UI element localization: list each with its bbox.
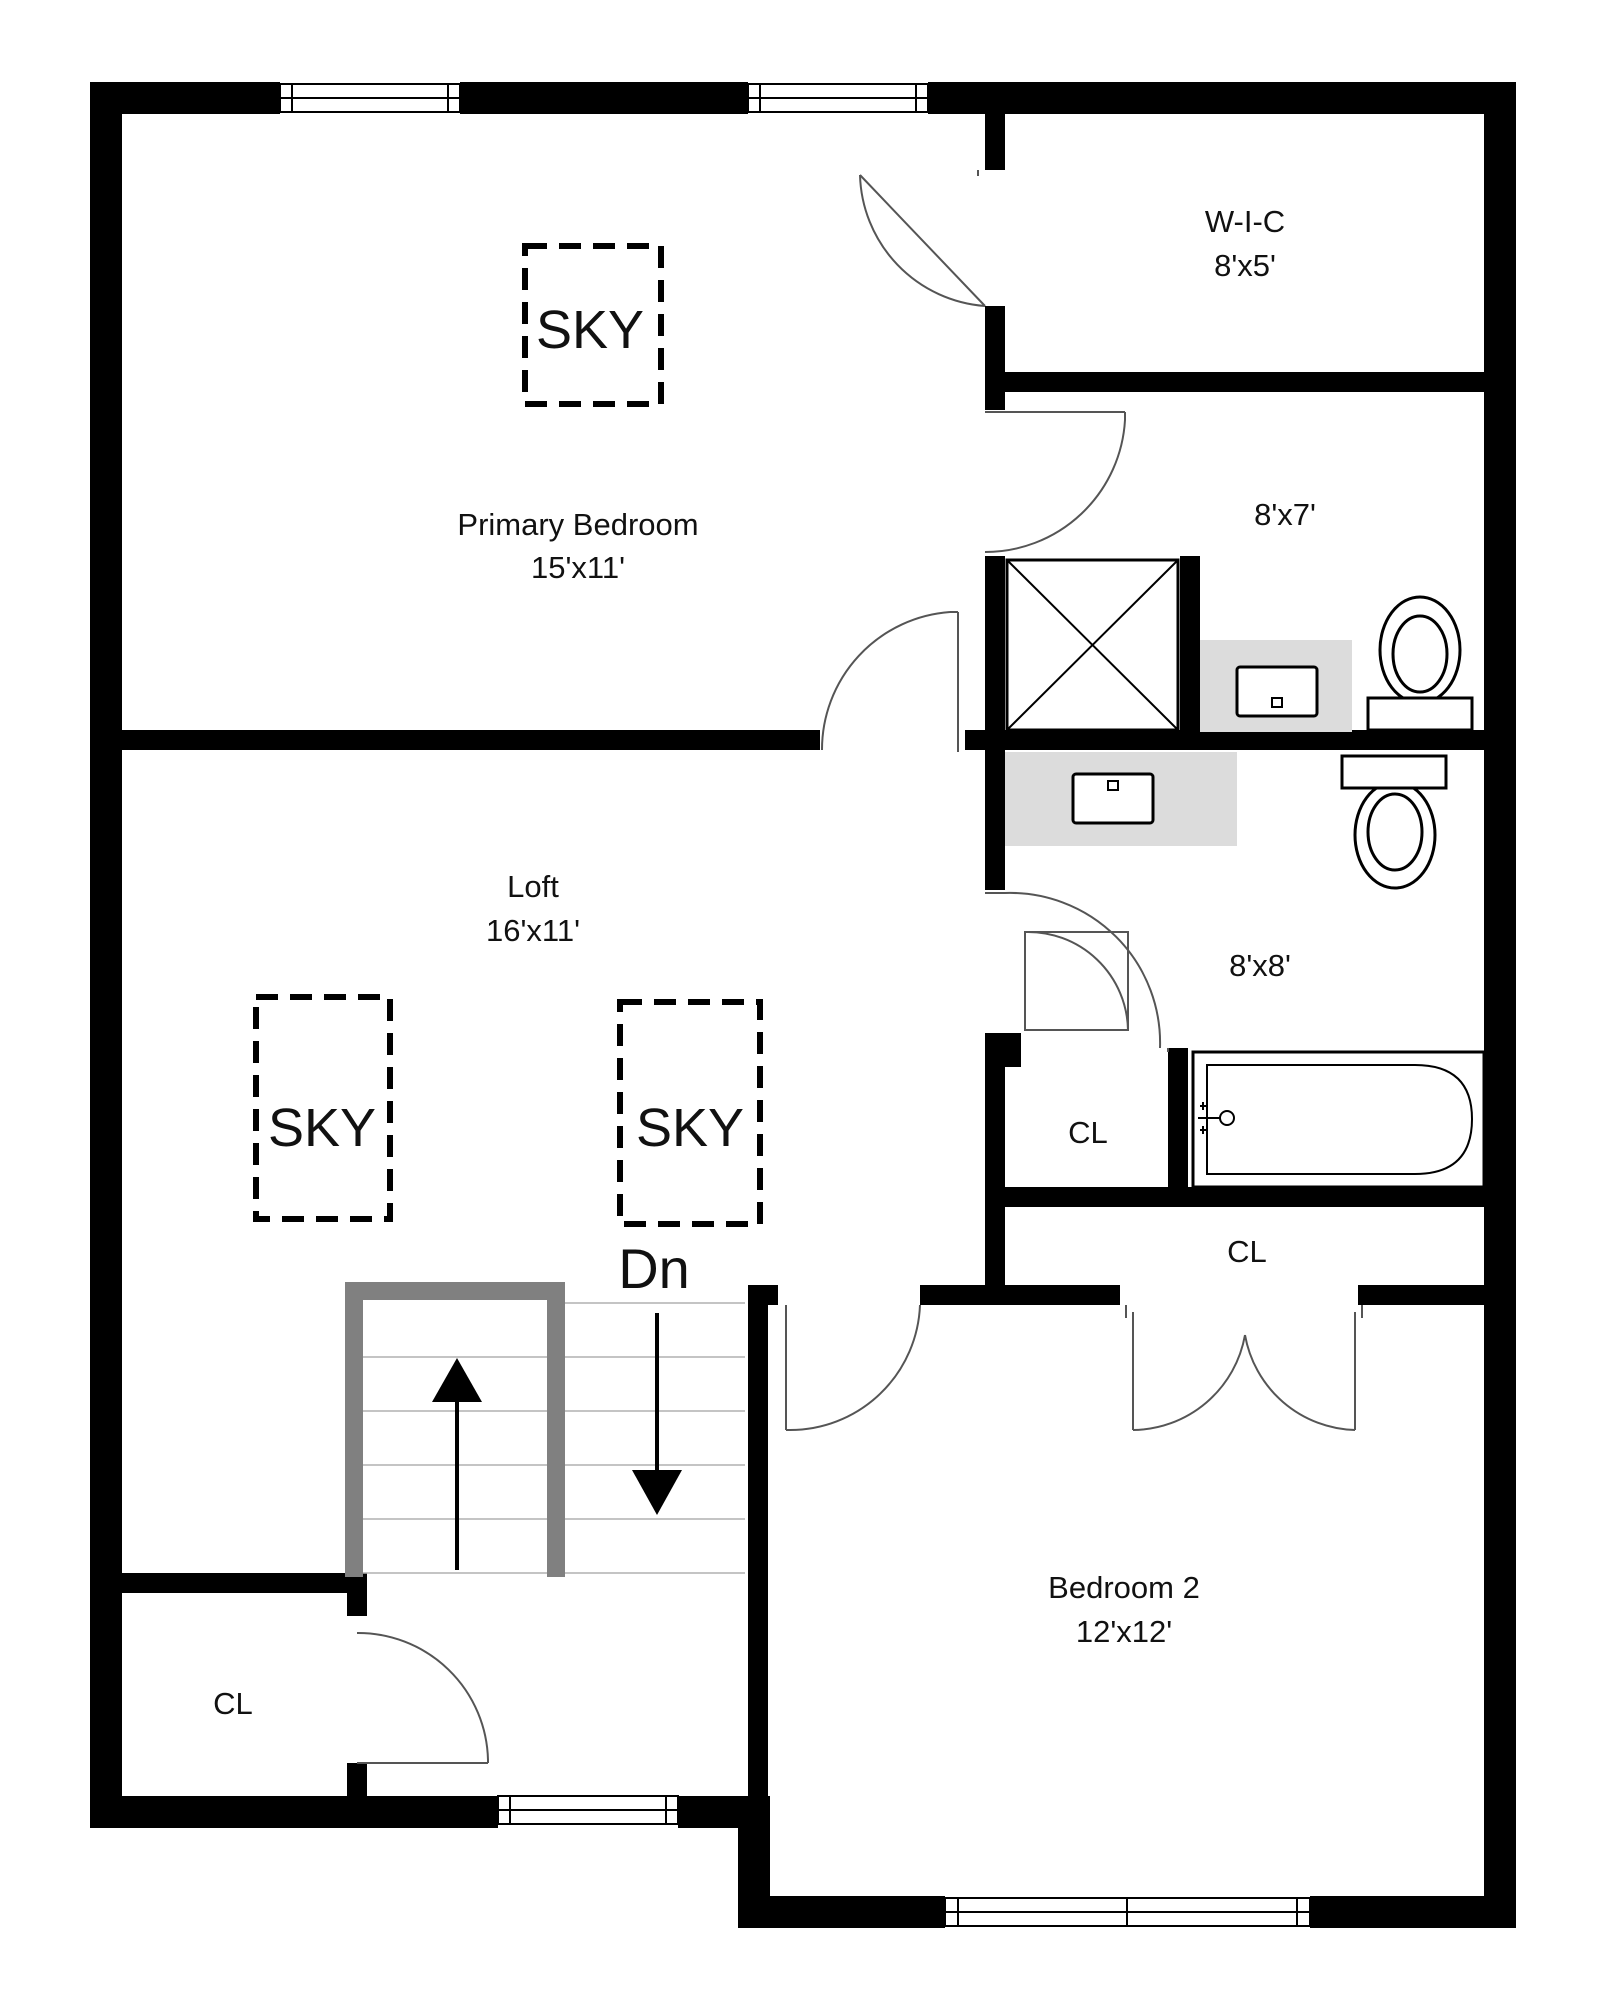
door-wic [859, 170, 986, 307]
skylight-label: SKY [536, 300, 644, 360]
room-size-hall-bath: 8'x8' [1229, 948, 1291, 983]
door-primary-bath [984, 411, 1126, 554]
wall-between-baths [965, 730, 1485, 750]
room-labels: Primary Bedroom 15'x11' W-I-C 8'x5' 8'x7… [213, 204, 1316, 1721]
wall-stair-closet-top [122, 1573, 367, 1593]
bathtub [1191, 1050, 1486, 1189]
wall-exterior-right [1484, 82, 1516, 1928]
wall-exterior-top-c [928, 82, 1514, 114]
room-name-stair-closet: CL [213, 1686, 253, 1721]
window-top-center [747, 83, 929, 113]
window-bottom-stair [497, 1795, 679, 1825]
door-hall-closet [1024, 930, 1129, 1031]
window-bottom-bedroom2 [944, 1897, 1311, 1927]
stair-rail [345, 1282, 565, 1577]
room-size-loft: 16'x11' [486, 913, 580, 948]
wall-exterior-bottom-a [90, 1796, 498, 1828]
room-size-primary-bath: 8'x7' [1254, 497, 1316, 532]
wall-hall-closet-bottom [985, 1187, 1485, 1207]
door-primary-bedroom [820, 611, 959, 752]
windows [279, 83, 1311, 1927]
room-name-bedroom2: Bedroom 2 [1048, 1570, 1200, 1605]
stair-arrow-down [632, 1313, 682, 1515]
walls [90, 82, 1516, 1928]
wall-hall-closet-right [1168, 1048, 1188, 1190]
wall-stair-closet-right-upper [347, 1573, 367, 1616]
wall-primary-loft [122, 730, 820, 750]
wall-wic-bath [985, 372, 1485, 392]
skylight-loft-left: SKY [253, 994, 393, 1222]
door-bedroom2 [785, 1304, 921, 1431]
hall-bath-vanity [1005, 752, 1237, 846]
door-stair-closet [356, 1631, 489, 1764]
wall-stair-closet-right-lower [347, 1763, 367, 1798]
wall-exterior-bottom-d [1310, 1896, 1516, 1928]
wall-bedroom2-top-a [920, 1285, 1120, 1305]
wall-exterior-bottom-c [738, 1896, 945, 1928]
hall-bath-toilet [1340, 754, 1448, 890]
wall-hallbath-left-lower [985, 1033, 1005, 1285]
shower [1005, 558, 1180, 732]
room-name-linen-closet: CL [1227, 1234, 1267, 1269]
skylight-label: SKY [636, 1098, 744, 1158]
wall-bedroom2-top-b [1358, 1285, 1485, 1305]
room-name-loft: Loft [507, 869, 559, 904]
primary-bath-toilet [1366, 595, 1474, 732]
stair-label: Dn [618, 1237, 690, 1300]
skylight-loft-right: SKY [617, 999, 763, 1227]
doors [356, 170, 1363, 1764]
room-size-wic: 8'x5' [1214, 248, 1276, 283]
door-hall-bath [985, 891, 1162, 1049]
stair-arrow-up [432, 1358, 482, 1570]
wall-hallbath-nub [985, 1033, 1021, 1067]
wall-bedroom2-left [748, 1285, 768, 1815]
wall-shower-left [985, 556, 1005, 750]
wall-wic-left-lower [985, 306, 1005, 410]
wall-wic-left-upper [985, 114, 1005, 170]
door-linen-closet [1125, 1305, 1363, 1431]
room-name-hall-closet: CL [1068, 1115, 1108, 1150]
wall-shower-right [1180, 556, 1200, 750]
room-size-primary-bedroom: 15'x11' [531, 550, 625, 585]
window-top-left [279, 83, 461, 113]
wall-hallbath-left [985, 750, 1005, 890]
wall-exterior-left [90, 82, 122, 1828]
room-name-primary-bedroom: Primary Bedroom [457, 507, 698, 542]
skylight-primary: SKY [522, 243, 664, 407]
room-name-wic: W-I-C [1205, 204, 1285, 239]
skylight-label: SKY [268, 1098, 376, 1158]
room-size-bedroom2: 12'x12' [1076, 1614, 1172, 1649]
wall-exterior-top-b [460, 82, 748, 114]
primary-bath-vanity [1200, 640, 1352, 732]
